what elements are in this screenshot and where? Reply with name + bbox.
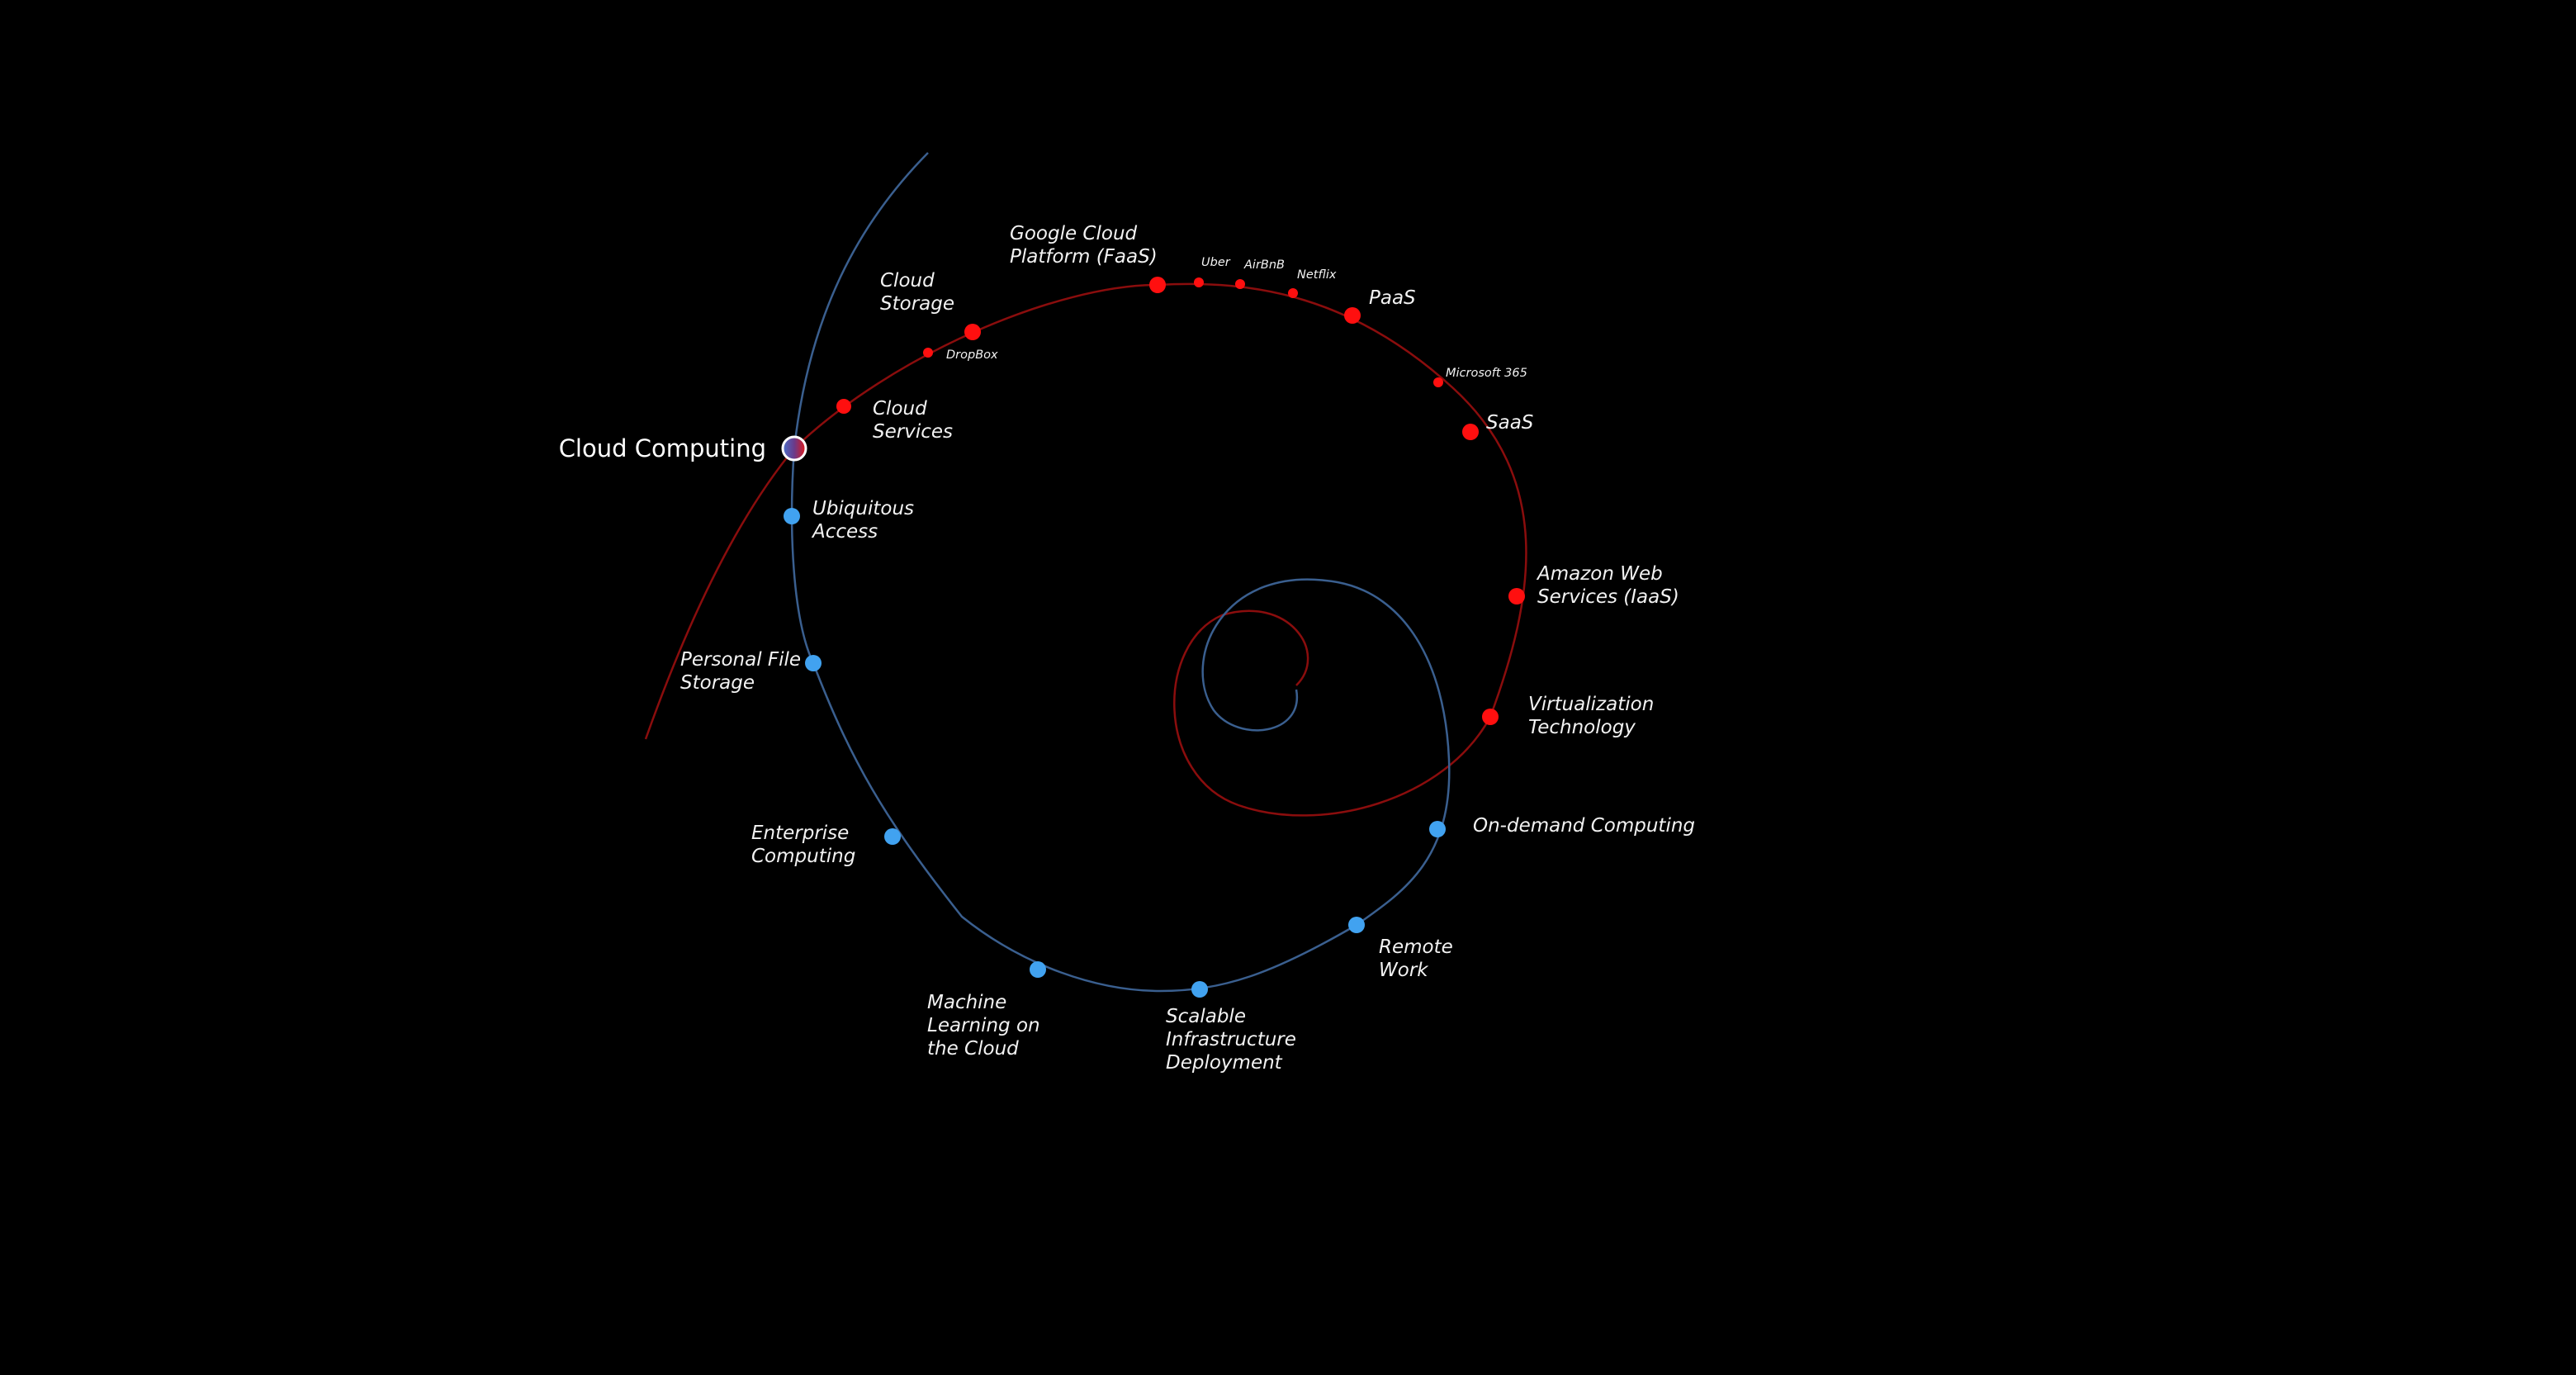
google-cloud-platform-faas-node[interactable] [1149,277,1166,293]
paas-label: PaaS [1369,287,1416,309]
saas-label-line: SaaS [1486,412,1533,434]
amazon-web-services-iaas-label-line: Amazon Web [1536,563,1663,585]
paas-label-line: PaaS [1369,287,1416,309]
netflix-label-line: Netflix [1297,268,1337,282]
enterprise-computing-label-line: Enterprise [751,823,849,844]
scalable-infrastructure-deployment-label-line: Infrastructure [1166,1029,1296,1050]
remote-work-node[interactable] [1348,917,1365,933]
microsoft-365-label-line: Microsoft 365 [1446,367,1527,380]
amazon-web-services-iaas-label-line: Services (IaaS) [1537,586,1679,608]
machine-learning-on-the-cloud-label-line: Learning on [927,1015,1040,1036]
on-demand-computing-label-line: On-demand Computing [1473,815,1695,837]
cloud-storage-label-line: Storage [880,293,954,315]
personal-file-storage-label-line: Storage [680,672,755,694]
saas-label: SaaS [1486,412,1533,434]
personal-file-storage-node[interactable] [805,655,822,671]
ubiquitous-access-label-line: Ubiquitous [812,498,914,519]
ubiquitous-access-node[interactable] [784,508,800,524]
dropbox-label: DropBox [946,348,998,362]
dropbox-node[interactable] [923,348,933,358]
cloud-storage-label-line: Cloud [880,270,935,292]
uber-label-line: Uber [1201,256,1231,269]
remote-work-label-line: Work [1379,960,1429,981]
cloud-computing-node[interactable] [781,435,807,462]
center-label: Cloud Computing [559,434,766,462]
remote-work-label-line: Remote [1379,936,1453,958]
virtualization-technology-label-line: Virtualization [1528,694,1654,715]
machine-learning-on-the-cloud-label-line: the Cloud [927,1038,1019,1060]
virtualization-technology-node[interactable] [1482,709,1499,725]
cloud-storage-node[interactable] [964,324,981,340]
cloud-services-label-line: Services [873,421,953,443]
cloud-services-node[interactable] [836,399,851,414]
red-spiral-path [644,282,1527,817]
saas-node[interactable] [1462,424,1479,440]
scalable-infrastructure-deployment-label-line: Deployment [1166,1052,1283,1074]
microsoft-365-label: Microsoft 365 [1446,367,1527,380]
microsoft-365-node[interactable] [1433,377,1443,387]
machine-learning-on-the-cloud-node[interactable] [1030,961,1046,978]
airbnb-node[interactable] [1235,279,1245,289]
airbnb-label: AirBnB [1243,258,1285,272]
dropbox-label-line: DropBox [946,348,998,362]
personal-file-storage-label-line: Personal File [680,649,801,671]
blue-spiral-path [790,152,1451,993]
netflix-node[interactable] [1288,288,1298,298]
google-cloud-platform-faas-label-line: Platform (FaaS) [1010,246,1158,268]
on-demand-computing-node[interactable] [1429,821,1446,837]
scalable-infrastructure-deployment-node[interactable] [1191,981,1208,998]
virtualization-technology-label-line: Technology [1528,717,1636,738]
amazon-web-services-iaas-node[interactable] [1508,588,1525,605]
google-cloud-platform-faas-label-line: Google Cloud [1010,223,1138,244]
paas-node[interactable] [1344,307,1361,324]
cloud-services-label-line: Cloud [873,398,927,420]
enterprise-computing-label-line: Computing [751,846,855,867]
on-demand-computing-label: On-demand Computing [1473,815,1695,837]
airbnb-label-line: AirBnB [1243,258,1285,272]
machine-learning-on-the-cloud-label-line: Machine [927,992,1006,1013]
ubiquitous-access-label-line: Access [811,521,878,543]
scalable-infrastructure-deployment-label-line: Scalable [1166,1006,1246,1027]
netflix-label: Netflix [1297,268,1337,282]
enterprise-computing-node[interactable] [884,828,901,845]
uber-label: Uber [1201,256,1231,269]
uber-node[interactable] [1194,277,1204,287]
